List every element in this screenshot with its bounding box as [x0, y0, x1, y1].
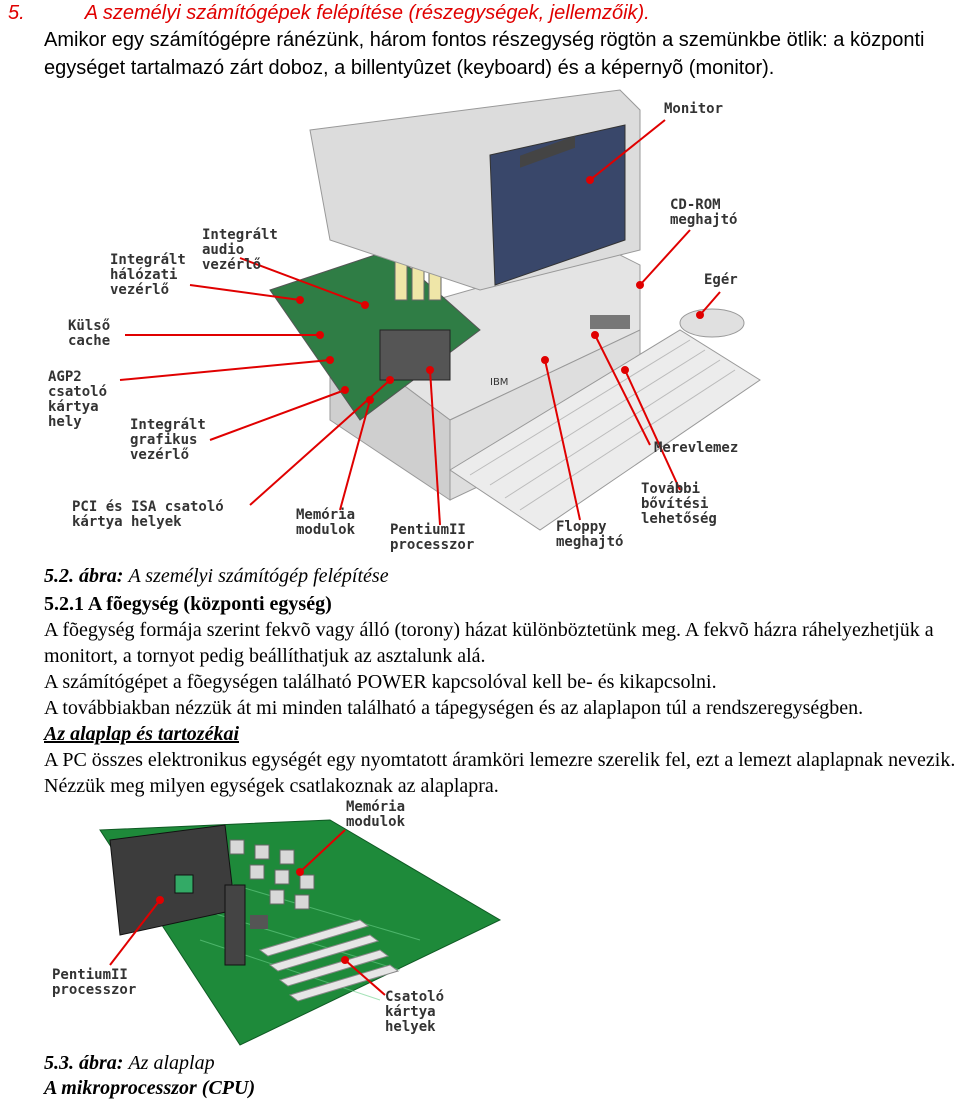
motherboard-subheading: Az alaplap és tartozékai — [44, 723, 240, 745]
label-cache: Külső cache — [68, 318, 111, 349]
svg-text:IBM: IBM — [490, 377, 508, 388]
label-mb-slots: Csatoló kártya helyek — [385, 989, 445, 1035]
label-mouse: Egér — [704, 272, 738, 288]
section-body: 5.2.1 A fõegység (központi egység) A fõe… — [44, 591, 956, 799]
label-mb-memory: Memória modulok — [346, 799, 406, 830]
figure1-caption: 5.2. ábra: A személyi számítógép felépít… — [44, 565, 389, 588]
section-title: A személyi számítógépek felépítése (rész… — [84, 2, 650, 24]
figure1-caption-number: 5.2. ábra: — [44, 565, 124, 587]
label-network: Integrált hálózati vezérlő — [110, 252, 186, 298]
paragraph-4: A PC összes elektronikus egységét egy ny… — [44, 749, 956, 797]
label-agp: AGP2 csatoló kártya hely — [48, 369, 108, 430]
label-cdrom: CD-ROM meghajtó — [670, 197, 738, 228]
cpu-heading: A mikroprocesszor (CPU) — [44, 1077, 256, 1099]
label-graphics: Integrált grafikus vezérlő — [130, 417, 206, 463]
label-memory: Memória modulok — [296, 507, 356, 538]
cdrom-drive — [590, 315, 630, 329]
intro-paragraph: Amikor egy számítógépre ránézünk, három … — [44, 29, 925, 79]
paragraph-3: A továbbiakban nézzük át mi minden talál… — [44, 697, 864, 719]
cpu-holder — [224, 884, 246, 966]
label-pci-isa: PCI és ISA csatoló kártya helyek — [72, 499, 224, 530]
label-expansion: További bővítési lehetőség — [641, 481, 717, 527]
cpu-chip — [174, 874, 194, 894]
figure2-caption: 5.3. ábra: Az alaplap — [44, 1052, 215, 1075]
figure1-caption-text: A személyi számítógép felépítése — [128, 565, 389, 587]
subsection-heading: 5.2.1 A fõegység (központi egység) — [44, 593, 332, 615]
floppy-drive — [520, 135, 575, 168]
label-mb-pentium: PentiumII processzor — [52, 967, 137, 998]
mouse — [679, 308, 745, 338]
paragraph-2: A számítógépet a fõegységen található PO… — [44, 671, 717, 693]
chipset — [250, 915, 268, 929]
figure2-caption-number: 5.3. ábra: — [44, 1052, 124, 1074]
paragraph-1: A fõegység formája szerint fekvõ vagy ál… — [44, 619, 934, 667]
label-hdd: Merevlemez — [654, 440, 739, 456]
figure2-caption-text: Az alaplap — [128, 1052, 215, 1074]
motherboard-figure — [99, 819, 502, 1046]
motherboard-open — [269, 249, 481, 421]
pc-figure: IBM — [119, 89, 761, 531]
section-heading: 5. A személyi számítógépek felépítése (ré… — [8, 2, 650, 25]
heatsink — [379, 329, 451, 381]
label-floppy: Floppy meghajtó — [556, 519, 624, 550]
label-pentium: PentiumII processzor — [390, 522, 475, 553]
keyboard — [449, 329, 761, 531]
label-monitor: Monitor — [664, 101, 724, 117]
label-audio: Integrált audio vezérlő — [202, 227, 278, 273]
section-number: 5. — [8, 2, 25, 24]
